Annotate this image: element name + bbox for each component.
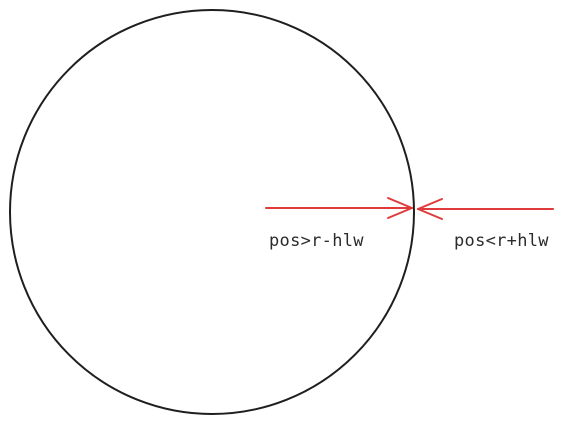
outer-condition-label: pos<r+hlw <box>454 231 549 251</box>
outer-arrow-head <box>417 198 443 220</box>
outer-arrow <box>417 198 554 220</box>
inner-arrow-head <box>387 197 413 219</box>
inner-condition-label: pos>r-hlw <box>269 231 364 251</box>
circle-outline <box>9 9 415 415</box>
inner-arrow <box>265 197 413 219</box>
